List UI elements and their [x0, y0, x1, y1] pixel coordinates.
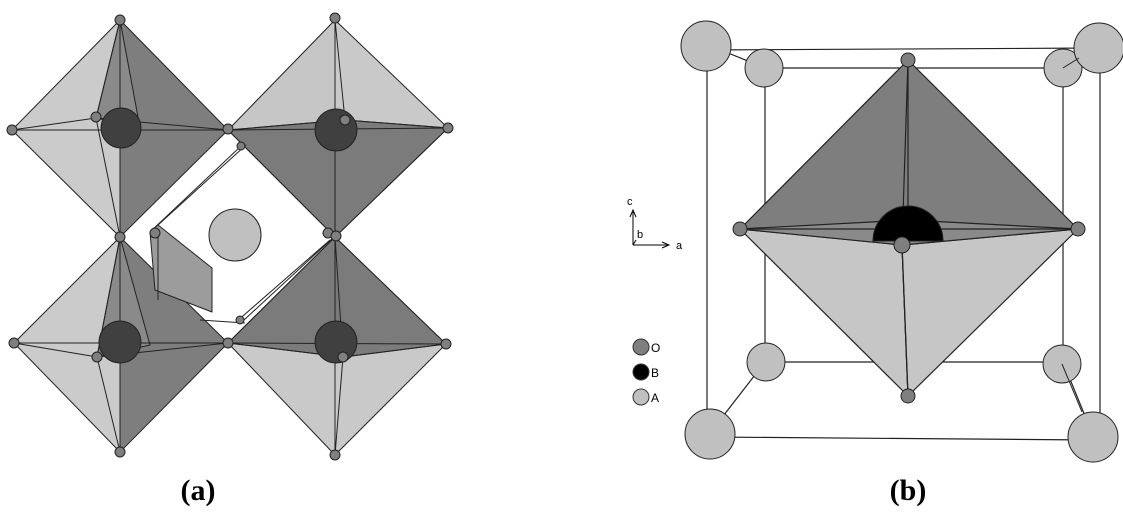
oxygen-atom	[900, 388, 916, 404]
a-site-atom	[208, 208, 262, 262]
a-site-atom	[746, 342, 786, 382]
octahedron-top-left	[11, 19, 229, 238]
a-site-atom	[1073, 22, 1123, 74]
oxygen-atom	[114, 446, 126, 458]
oxygen-atom	[8, 337, 20, 349]
panel-b-atoms	[680, 20, 1123, 463]
oxygen-atom	[337, 351, 349, 363]
oxygen-atom	[1070, 221, 1086, 237]
axis-b-label: b	[637, 229, 643, 241]
oxygen-atom	[235, 315, 245, 325]
legend-label-a: A	[651, 391, 659, 405]
b-site-atom	[100, 107, 142, 149]
oxygen-atom	[732, 221, 748, 237]
panel-a-atoms	[6, 12, 454, 461]
legend-label-o: O	[651, 341, 660, 355]
oxygen-atom	[222, 123, 234, 135]
back-octahedra-edges	[149, 144, 336, 324]
legend-swatch-b	[632, 363, 650, 381]
a-site-atom	[680, 20, 732, 72]
octahedron-top-right	[227, 19, 449, 238]
a-site-atom	[1067, 411, 1119, 463]
oxygen-atom	[114, 231, 126, 243]
oxygen-atom	[114, 14, 126, 26]
b-site-atom	[314, 108, 358, 152]
oxygen-atom	[900, 52, 916, 68]
oxygen-atom	[339, 114, 351, 126]
legend: O B A	[632, 338, 660, 406]
a-site-atom	[684, 408, 736, 460]
b-site-atom	[314, 320, 358, 364]
a-site-atom	[744, 48, 784, 88]
oxygen-atom	[330, 230, 342, 242]
octahedron-bottom-right	[227, 236, 447, 456]
oxygen-atom	[6, 124, 18, 136]
oxygen-atom	[90, 111, 102, 123]
axes-indicator	[629, 208, 671, 249]
b-site-atom	[872, 205, 944, 242]
b-site-atom	[98, 320, 142, 364]
panel-a-label: (a)	[181, 474, 216, 507]
oxygen-atom	[329, 449, 341, 461]
oxygen-atom	[236, 141, 246, 151]
legend-swatch-a	[632, 388, 650, 406]
oxygen-atom	[91, 351, 103, 363]
oxygen-atom	[222, 337, 234, 349]
legend-swatch-o	[632, 338, 650, 356]
axis-a-label: a	[676, 240, 683, 252]
panel-b-label: (b)	[890, 474, 927, 507]
axis-c-label: c	[627, 196, 633, 208]
oxygen-atom	[149, 227, 161, 239]
legend-label-b: B	[651, 366, 659, 380]
oxygen-atom	[442, 122, 454, 134]
panel-b-octahedron	[739, 59, 1079, 397]
oxygen-atom	[893, 236, 911, 254]
oxygen-atom	[440, 338, 452, 350]
oxygen-atom	[329, 12, 341, 24]
panel-a-structure	[11, 19, 449, 456]
